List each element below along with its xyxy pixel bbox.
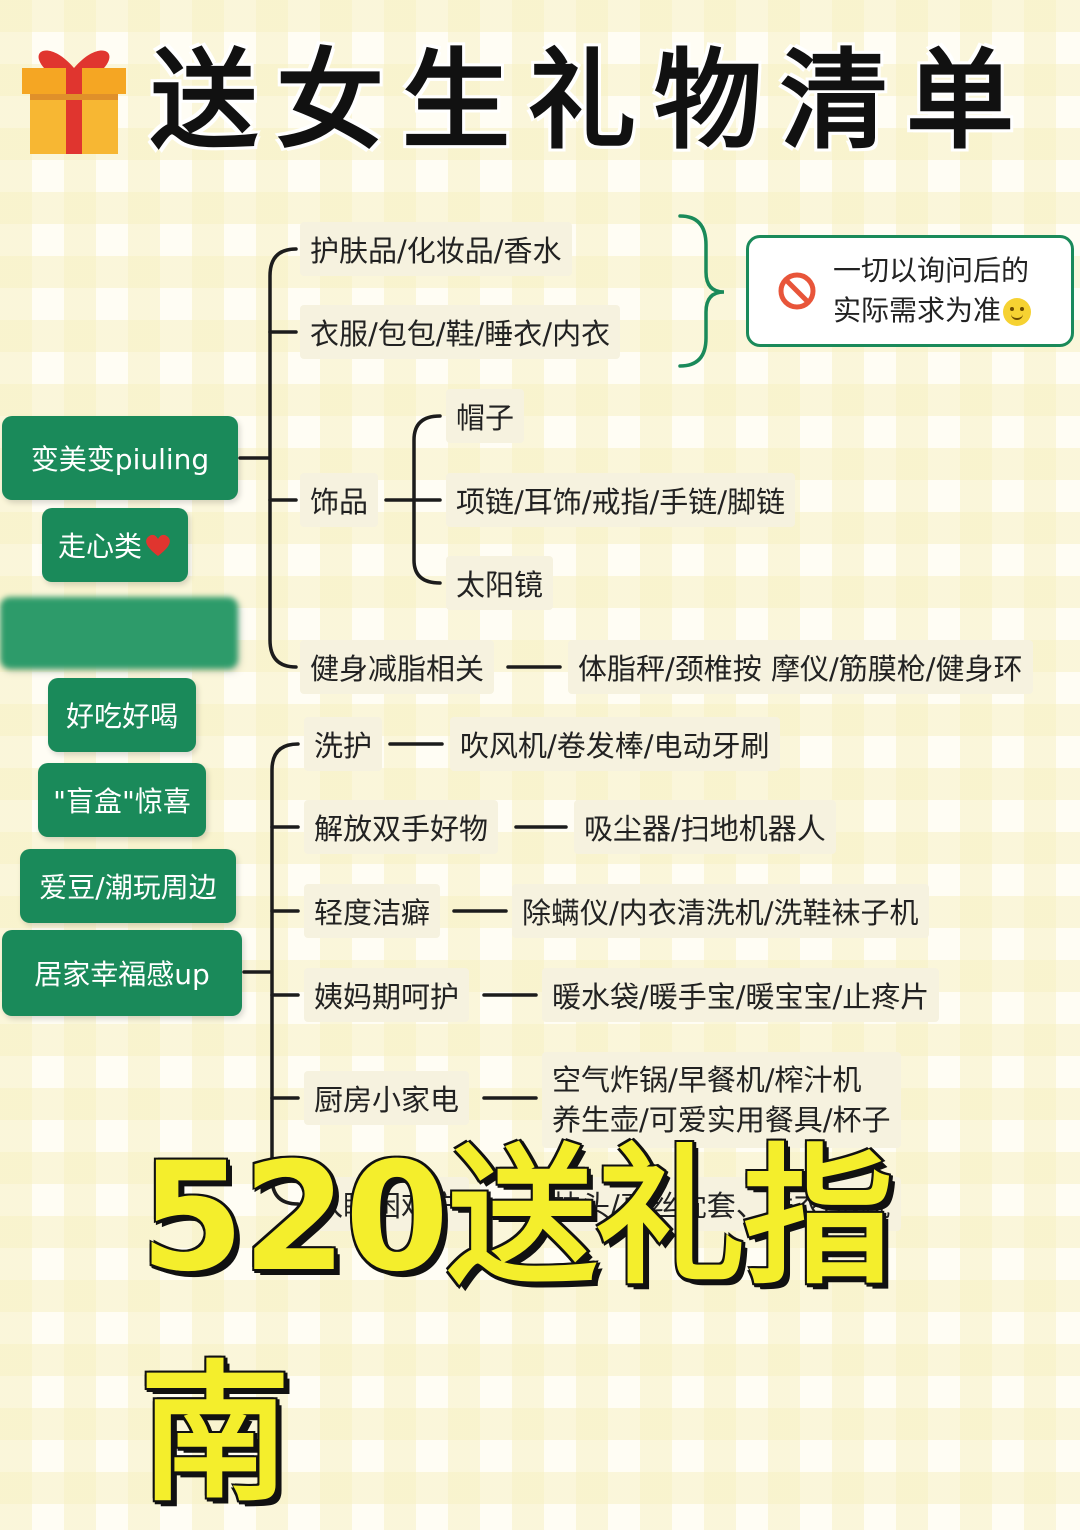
branch-kitchen: 厨房小家电 (304, 1071, 470, 1125)
mindmap-connectors (238, 214, 725, 1206)
branch-clothing: 衣服/包包/鞋/睡衣/内衣 (300, 305, 621, 359)
gift-box-icon (22, 50, 126, 154)
branch-wash-care: 洗护 (304, 717, 383, 771)
smiley-face-icon (1003, 298, 1032, 326)
branch-fitness-items: 体脂秤/颈椎按 摩仪/筋膜枪/健身环 (568, 640, 1033, 694)
kitchen-items-line-2: 养生壶/可爱实用餐具/杯子 (552, 1103, 891, 1137)
branch-clean-freak-items: 除螨仪/内衣清洗机/洗鞋袜子机 (512, 884, 929, 938)
branch-accessories: 饰品 (300, 473, 379, 527)
category-label: 走心类 (57, 530, 142, 563)
prohibited-icon (778, 272, 816, 310)
branch-sleep-items: 枕头/真丝枕套、睡衣/抱枕 (542, 1177, 901, 1231)
branch-period-care: 姨妈期呵护 (304, 968, 470, 1022)
category-heartfelt[interactable]: 走心类 (42, 508, 188, 582)
branch-sleep: 入睡困难户 (304, 1177, 470, 1231)
category-label: 好吃好喝 (65, 700, 178, 733)
home-trunk (270, 742, 300, 1206)
branch-hands-free-items: 吸尘器/扫地机器人 (574, 800, 836, 854)
category-blind-box[interactable]: "盲盒"惊喜 (38, 763, 206, 837)
category-beauty[interactable]: 变美变piuling (2, 416, 238, 500)
branch-hat: 帽子 (446, 389, 525, 443)
category-label: 变美变piuling (30, 443, 210, 476)
note-line-2: 实际需求为准 (833, 294, 1002, 327)
note-box: 一切以询问后的 实际需求为准 (746, 235, 1074, 347)
page-title: 送女生礼物清单 (150, 39, 1033, 164)
branch-jewelry: 项链/耳饰/戒指/手链/脚链 (446, 473, 796, 527)
branch-wash-care-items: 吹风机/卷发棒/电动牙刷 (450, 717, 780, 771)
bottom-title: 520送礼指南 (140, 1131, 893, 1522)
category-blurred[interactable] (0, 597, 238, 669)
note-line-1: 一切以询问后的 (833, 254, 1030, 287)
red-heart-icon (146, 534, 170, 556)
kitchen-items-line-1: 空气炸锅/早餐机/榨汁机 (552, 1063, 862, 1097)
category-idol-toys[interactable]: 爱豆/潮玩周边 (20, 849, 236, 923)
beauty-trunk (268, 247, 298, 669)
branch-hands-free: 解放双手好物 (304, 800, 499, 854)
category-label: 居家幸福感up (34, 958, 210, 991)
note-brace (678, 214, 725, 368)
branch-clean-freak: 轻度洁癖 (304, 884, 441, 938)
category-label: "盲盒"惊喜 (53, 785, 191, 818)
category-label: 爱豆/潮玩周边 (39, 871, 217, 904)
category-food-drink[interactable]: 好吃好喝 (48, 678, 196, 752)
branch-fitness: 健身减脂相关 (300, 640, 495, 694)
branch-kitchen-items: 空气炸锅/早餐机/榨汁机 养生壶/可爱实用餐具/杯子 (542, 1052, 901, 1148)
branch-skincare: 护肤品/化妆品/香水 (300, 222, 572, 276)
branch-sunglasses: 太阳镜 (446, 556, 554, 610)
category-home-happiness[interactable]: 居家幸福感up (2, 930, 242, 1016)
branch-period-care-items: 暖水袋/暖手宝/暖宝宝/止疼片 (542, 968, 940, 1022)
